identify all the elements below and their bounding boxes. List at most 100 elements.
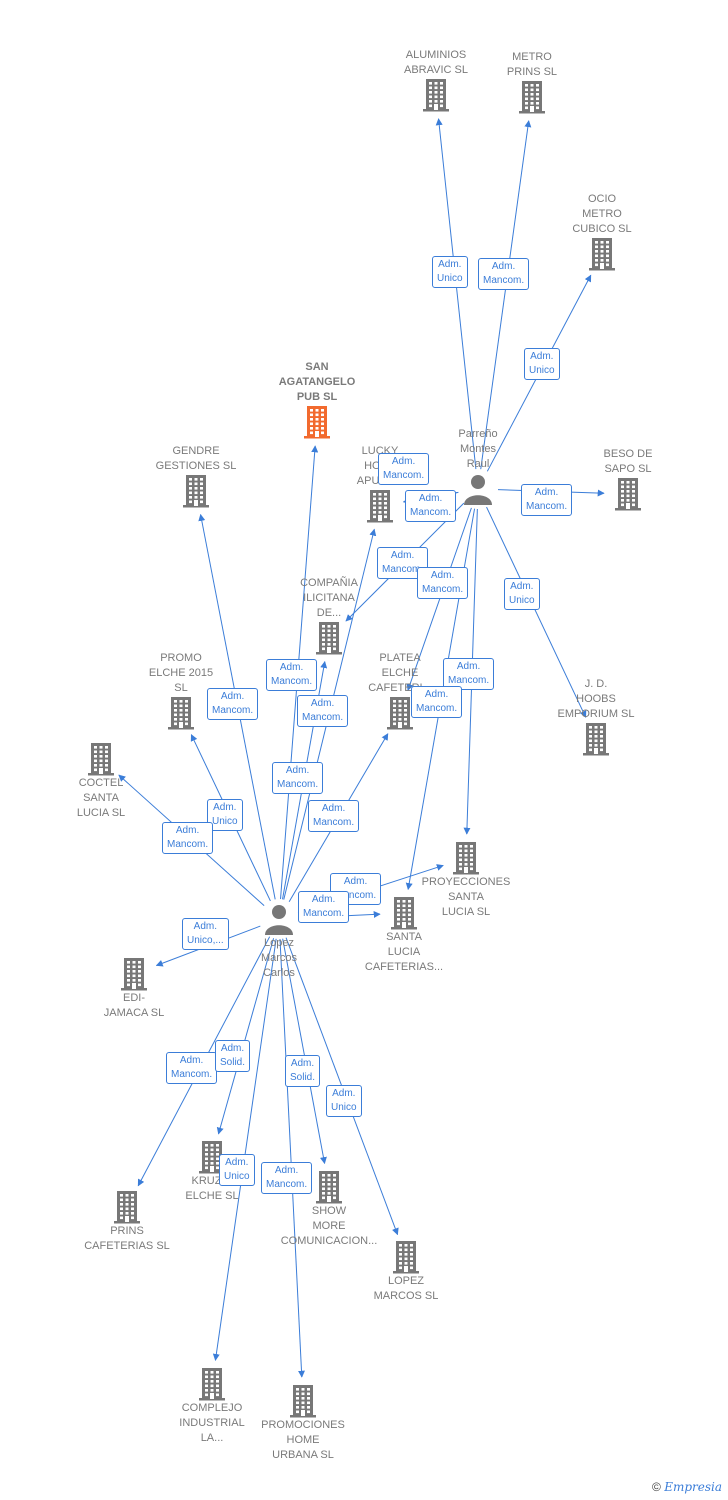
node-label: PROMO ELCHE 2015 SL xyxy=(148,652,214,694)
relation-label[interactable]: Adm. Unico xyxy=(432,256,468,288)
node-platea[interactable]: PLATEA ELCHE CAFETERI... xyxy=(340,651,460,730)
node-coctel[interactable]: COCTEL SANTA LUCIA SL xyxy=(41,742,161,821)
building-icon xyxy=(519,81,545,114)
node-label: PROMOCIONES HOME URBANA SL xyxy=(261,1419,345,1461)
node-complejo[interactable]: COMPLEJO INDUSTRIAL LA... xyxy=(152,1367,272,1446)
building-icon xyxy=(387,697,413,730)
relation-label[interactable]: Adm. Solid. xyxy=(215,1040,251,1072)
building-icon xyxy=(290,1385,316,1418)
building-icon xyxy=(114,1191,140,1224)
node-label: SANTA LUCIA CAFETERIAS... xyxy=(364,931,444,973)
node-beso[interactable]: BESO DE SAPO SL xyxy=(568,447,688,511)
edge-parreno-to-aluminios xyxy=(435,118,477,470)
node-label: Lopez Marcos Carlos xyxy=(260,937,298,979)
relation-label[interactable]: Adm. Mancom. xyxy=(411,686,463,718)
node-label: COMPLEJO INDUSTRIAL LA... xyxy=(179,1402,245,1444)
relation-label[interactable]: Adm. Mancom. xyxy=(378,453,430,485)
relation-label[interactable]: Adm. Mancom. xyxy=(405,490,457,522)
node-aluminios[interactable]: ALUMINIOS ABRAVIC SL xyxy=(376,48,496,112)
edge-parreno-to-metro-prins xyxy=(480,120,532,470)
node-label: COCTEL SANTA LUCIA SL xyxy=(76,777,126,819)
node-santa-lucia-caf[interactable]: SANTA LUCIA CAFETERIAS... xyxy=(344,896,464,975)
relation-label[interactable]: Adm. Mancom. xyxy=(272,762,324,794)
edge-parreno-to-jd-hoobs xyxy=(486,506,587,718)
node-label: OCIO METRO CUBICO SL xyxy=(572,193,632,235)
building-icon xyxy=(367,490,393,523)
relation-label[interactable]: Adm. Mancom. xyxy=(266,659,318,691)
node-parreno[interactable]: Parreño Montes Raul xyxy=(418,427,538,506)
node-label: COMPAÑIA ILICITANA DE... xyxy=(300,577,358,619)
relation-label[interactable]: Adm. Mancom. xyxy=(308,800,360,832)
node-label: ALUMINIOS ABRAVIC SL xyxy=(404,49,468,76)
node-gendre[interactable]: GENDRE GESTIONES SL xyxy=(136,444,256,508)
edge-lopez-marcos-carlos-to-promociones xyxy=(279,938,305,1378)
copyright: © Empresia xyxy=(652,1480,722,1494)
relation-label[interactable]: Adm. Mancom. xyxy=(166,1052,218,1084)
relation-label[interactable]: Adm. Mancom. xyxy=(207,688,259,720)
relation-label[interactable]: Adm. Unico xyxy=(326,1085,362,1117)
relation-label[interactable]: Adm. Solid. xyxy=(285,1055,321,1087)
relation-label[interactable]: Adm. Mancom. xyxy=(297,695,349,727)
brand-logo: Empresia xyxy=(664,1480,722,1494)
relation-label[interactable]: Adm. Unico xyxy=(504,578,540,610)
node-proyecciones[interactable]: PROYECCIONES SANTA LUCIA SL xyxy=(406,841,526,920)
node-prins-caf[interactable]: PRINS CAFETERIAS SL xyxy=(67,1190,187,1254)
building-icon xyxy=(121,958,147,991)
building-icon xyxy=(393,1241,419,1274)
building-icon xyxy=(453,842,479,875)
building-icon xyxy=(583,723,609,756)
node-lopez-marcos-sl[interactable]: LOPEZ MARCOS SL xyxy=(346,1240,466,1304)
building-icon xyxy=(316,1171,342,1204)
node-jd-hoobs[interactable]: J. D. HOOBS EMPORIUM SL xyxy=(536,677,656,756)
node-label: SAN AGATANGELO PUB SL xyxy=(278,361,356,403)
person-icon xyxy=(464,475,492,505)
building-icon xyxy=(168,697,194,730)
node-label: PROYECCIONES SANTA LUCIA SL xyxy=(421,876,511,918)
node-san-agatangelo[interactable]: SAN AGATANGELO PUB SL xyxy=(257,360,377,439)
relation-label[interactable]: Adm. Mancom. xyxy=(443,658,495,690)
relation-label[interactable]: Adm. Mancom. xyxy=(298,891,350,923)
node-metro-prins[interactable]: METRO PRINS SL xyxy=(472,50,592,114)
node-label: J. D. HOOBS EMPORIUM SL xyxy=(557,678,635,720)
edge-parreno-to-platea xyxy=(406,507,472,691)
node-label: METRO PRINS SL xyxy=(506,51,558,78)
relation-label[interactable]: Adm. Mancom. xyxy=(521,484,573,516)
relation-label[interactable]: Adm. Mancom. xyxy=(162,822,214,854)
building-icon xyxy=(183,475,209,508)
building-icon xyxy=(589,238,615,271)
node-label: GENDRE GESTIONES SL xyxy=(155,445,237,472)
building-icon xyxy=(304,406,330,439)
building-icon xyxy=(88,743,114,776)
node-lopez-marcos-carlos[interactable]: Lopez Marcos Carlos xyxy=(219,902,339,981)
building-icon xyxy=(423,79,449,112)
person-icon xyxy=(265,905,293,935)
building-icon xyxy=(615,478,641,511)
node-label: SHOW MORE COMUNICACION... xyxy=(280,1205,378,1247)
relation-label[interactable]: Adm. Unico,... xyxy=(182,918,229,950)
relation-label[interactable]: Adm. Mancom. xyxy=(377,547,429,579)
node-label: LOPEZ MARCOS SL xyxy=(373,1275,439,1302)
relation-label[interactable]: Adm. Unico xyxy=(219,1154,255,1186)
node-ocio[interactable]: OCIO METRO CUBICO SL xyxy=(542,192,662,271)
edge-lopez-marcos-carlos-to-show-more xyxy=(282,938,327,1165)
relation-label[interactable]: Adm. Mancom. xyxy=(478,258,530,290)
relation-label[interactable]: Adm. Mancom. xyxy=(261,1162,313,1194)
building-icon xyxy=(316,622,342,655)
node-promociones[interactable]: PROMOCIONES HOME URBANA SL xyxy=(243,1384,363,1463)
building-icon xyxy=(199,1368,225,1401)
relation-label[interactable]: Adm. Mancom. xyxy=(417,567,469,599)
node-show-more[interactable]: SHOW MORE COMUNICACION... xyxy=(269,1170,389,1249)
node-compania[interactable]: COMPAÑIA ILICITANA DE... xyxy=(269,576,389,655)
node-label: BESO DE SAPO SL xyxy=(603,448,653,475)
building-icon xyxy=(391,897,417,930)
relation-label[interactable]: Adm. Unico xyxy=(524,348,560,380)
node-label: EDI- JAMACA SL xyxy=(103,992,165,1019)
edge-lopez-marcos-carlos-to-kruzin xyxy=(216,938,275,1135)
node-edi-jamaca[interactable]: EDI- JAMACA SL xyxy=(74,957,194,1021)
copyright-symbol: © xyxy=(652,1480,661,1494)
edge-lopez-marcos-carlos-to-complejo xyxy=(212,938,277,1361)
node-label: PRINS CAFETERIAS SL xyxy=(84,1225,170,1252)
node-promo[interactable]: PROMO ELCHE 2015 SL xyxy=(121,651,241,730)
node-label: Parreño Montes Raul xyxy=(458,428,498,470)
